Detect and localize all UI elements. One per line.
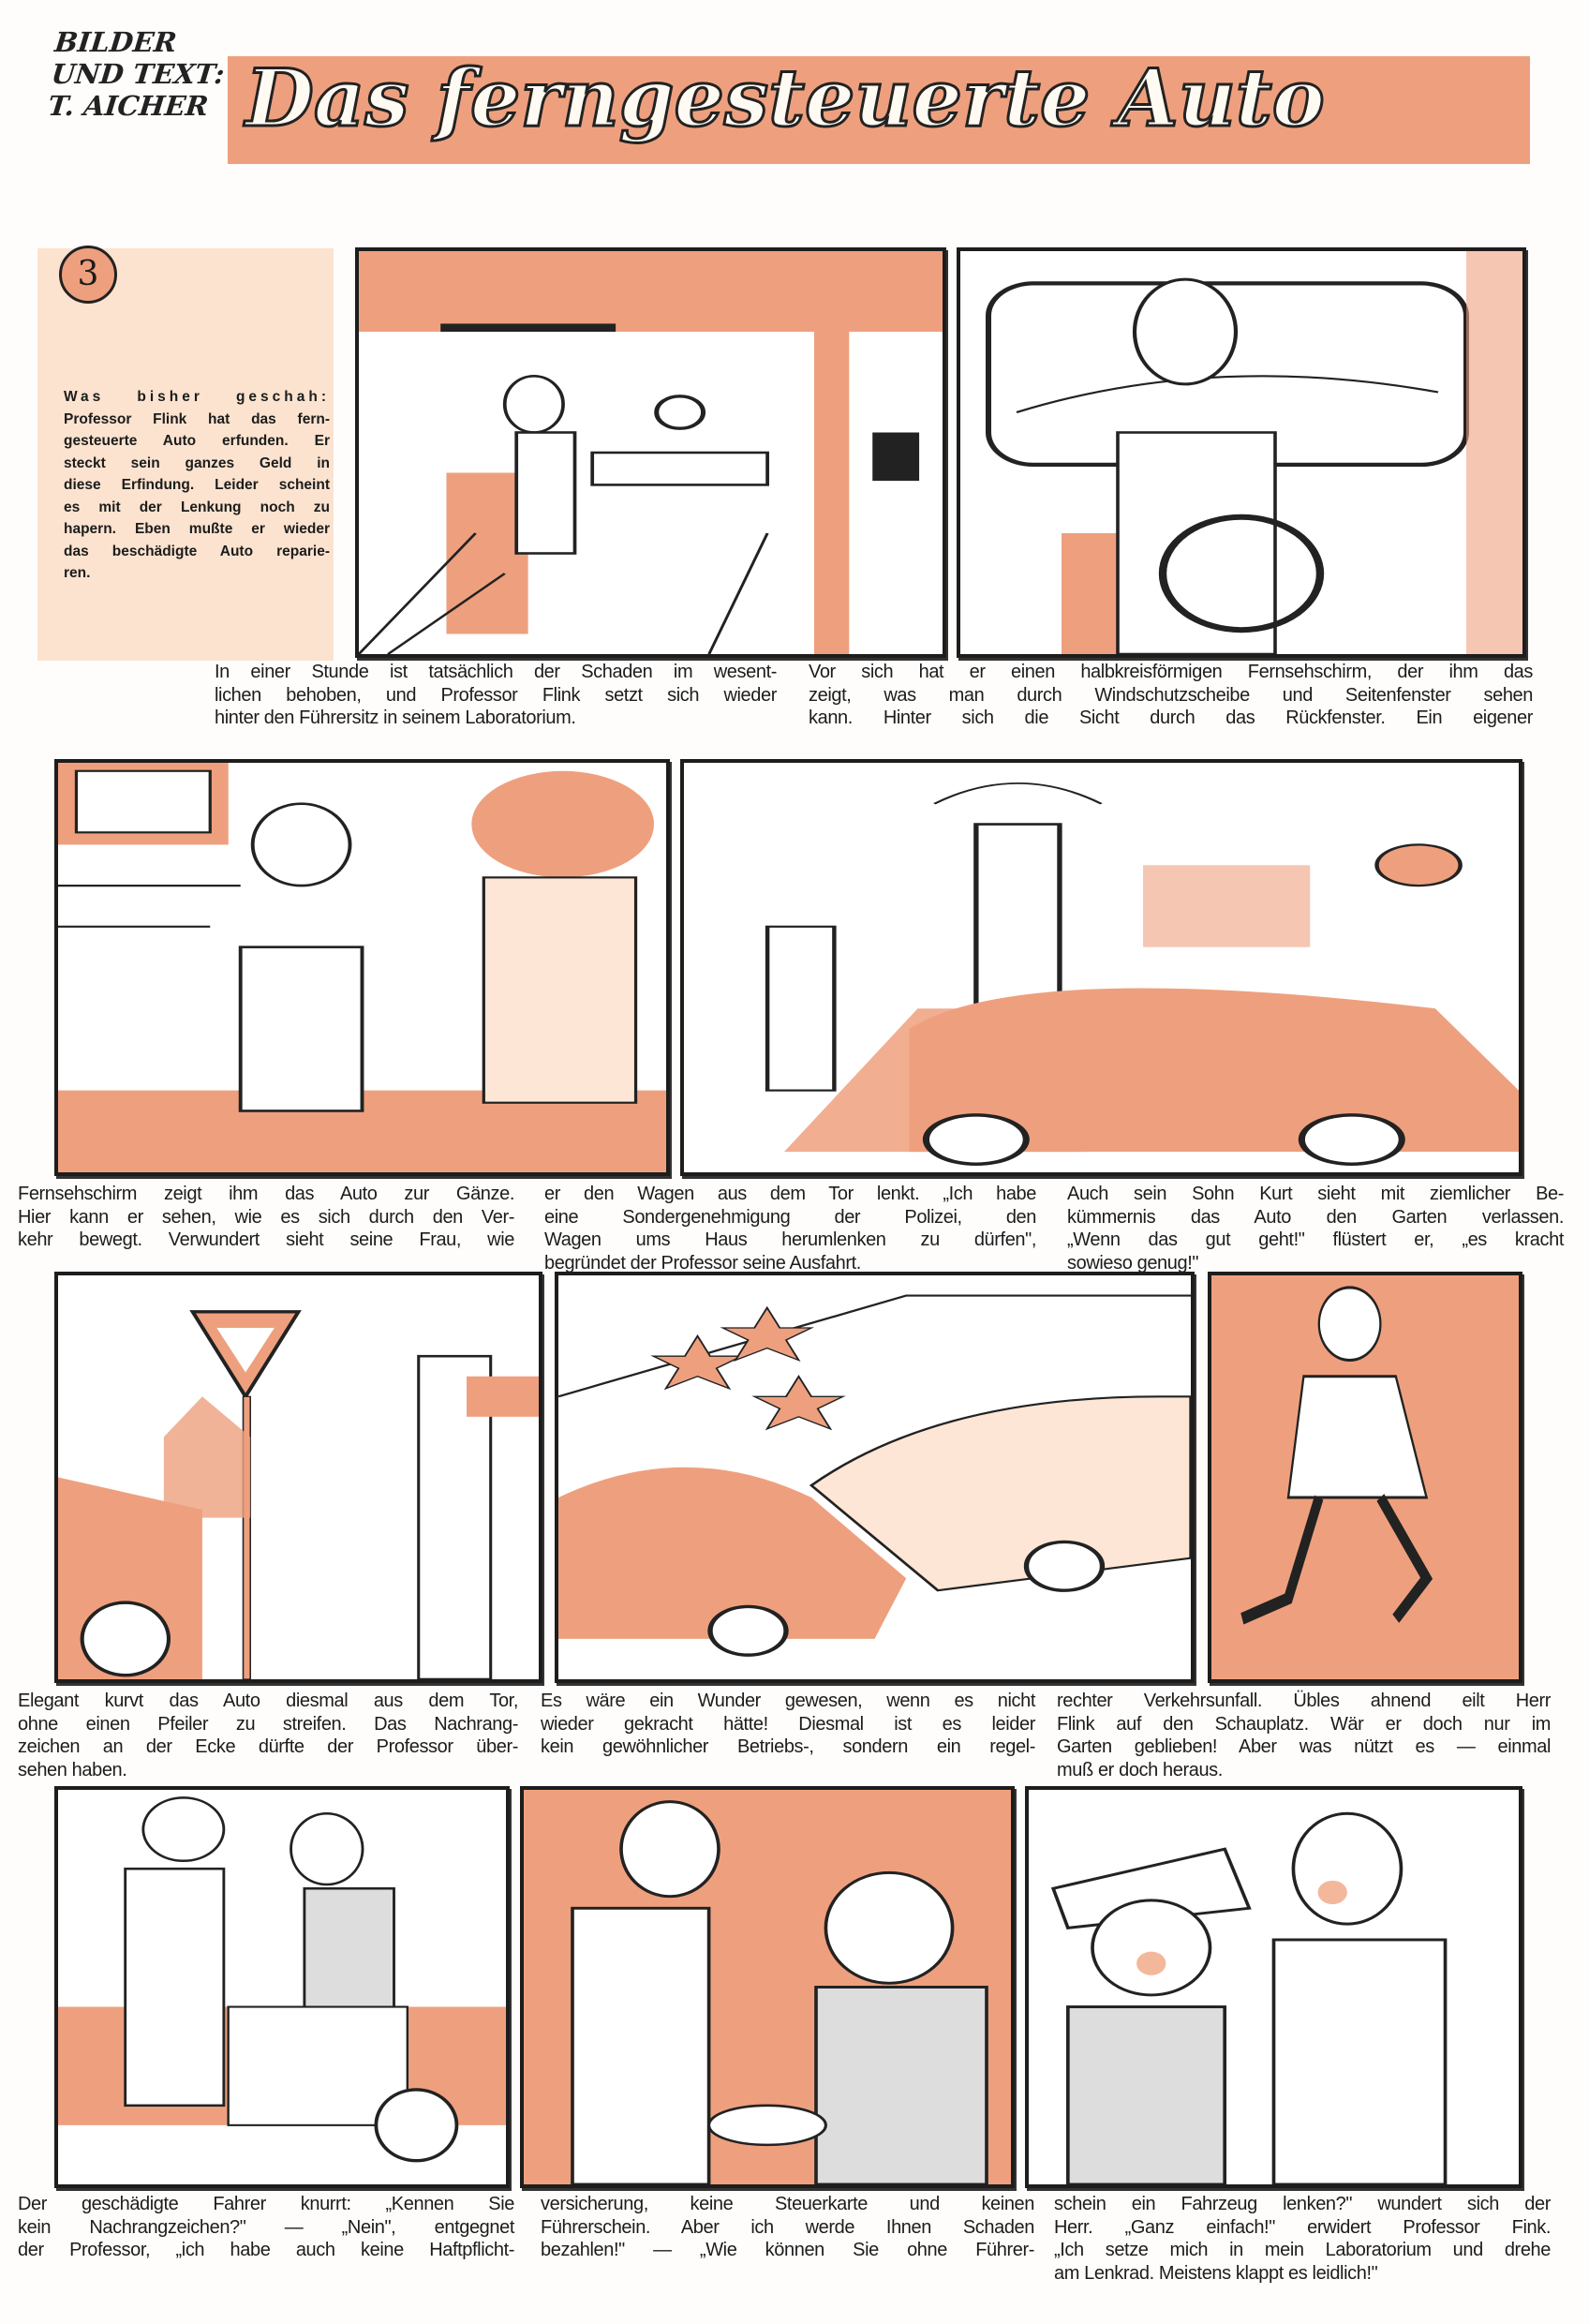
panel-4-car-leaving-gate (680, 759, 1522, 1176)
caption-line: versicherung, keine Steuerkarte und kein… (541, 2194, 1034, 2214)
caption-line: kein gewöhnlicher Betriebs-, sondern ein… (541, 1736, 1035, 1757)
caption-line: Vor sich hat er einen halbkreisförmigen … (809, 662, 1533, 682)
caption-line: rechter Verkehrsunfall. Übles ahnend eil… (1057, 1691, 1551, 1711)
caption-line: Flink auf den Schauplatz. Wär er doch nu… (1057, 1713, 1551, 1735)
caption-line: schein ein Fahrzeug lenken?" wundert sic… (1054, 2194, 1551, 2214)
panel-2-tv-screen (957, 247, 1526, 658)
comic-title: Das ferngesteuerte Auto (245, 51, 1327, 146)
panel-6-car-crash (555, 1272, 1195, 1683)
caption-line: der Professor, „ich habe auch keine Haft… (18, 2240, 514, 2260)
recap-line: diese Erfindung. Leider scheint (64, 477, 330, 493)
recap-line: hapern. Eben mußte er wieder (64, 521, 330, 537)
panel-10-explanation (1025, 1786, 1522, 2188)
caption-line: begründet der Professor seine Ausfahrt. (544, 1252, 861, 1274)
caption-line: „Ich setze mich in mein Laboratorium und… (1054, 2240, 1551, 2260)
caption-5: Auch sein Sohn Kurt sieht mit ziemlicher… (1067, 1183, 1564, 1274)
caption-line: ohne einen Pfeiler zu streifen. Das Nach… (18, 1713, 518, 1735)
panel-3-wife-watching (54, 759, 670, 1176)
caption-8: rechter Verkehrsunfall. Übles ahnend eil… (1057, 1690, 1551, 1781)
credit-line: BILDER (52, 26, 179, 58)
caption-line: wieder gekracht hätte! Diesmal ist es le… (541, 1713, 1035, 1735)
panel-7-professor-running (1208, 1272, 1522, 1683)
caption-line: lichen behoben, und Professor Flink setz… (215, 684, 777, 706)
recap-text: Was bisher geschah: Professor Flink hat … (64, 386, 330, 585)
caption-line: Es wäre ein Wunder gewesen, wenn es nich… (541, 1691, 1035, 1711)
recap-line: gesteuerte Auto erfunden. Er (64, 433, 330, 449)
caption-line: kein Nachrangzeichen?" — „Nein", entgegn… (18, 2216, 514, 2238)
credit-author: T. AICHER (46, 90, 211, 122)
recap-line: steckt sein ganzes Geld in (64, 454, 330, 471)
caption-line: Fernsehschirm zeigt ihm das Auto zur Gän… (18, 1184, 514, 1204)
caption-line: kann. Hinter sich die Sicht durch das Rü… (809, 708, 1533, 728)
caption-line: sowieso genug!" (1067, 1252, 1199, 1274)
caption-line: Wagen ums Haus herumlenken zu dürfen", (544, 1229, 1036, 1250)
recap-line: ren. (64, 565, 91, 581)
episode-number-badge: 3 (59, 246, 117, 304)
author-credit: BILDER UND TEXT: T. AICHER (47, 26, 230, 122)
recap-line: das beschädigte Auto reparie- (64, 543, 330, 559)
caption-line: Herr. „Ganz einfach!" erwidert Professor… (1054, 2216, 1551, 2238)
caption-line: am Lenkrad. Meistens klappt es leidlich!… (1054, 2262, 1378, 2284)
caption-7: Es wäre ein Wunder gewesen, wenn es nich… (541, 1690, 1035, 1759)
caption-line: kümmernis das Auto den Garten verlassen. (1067, 1206, 1564, 1228)
caption-line: „Wenn das gut geht!" flüstert er, „es kr… (1067, 1229, 1564, 1250)
caption-11: schein ein Fahrzeug lenken?" wundert sic… (1054, 2193, 1551, 2285)
recap-line: es mit der Lenkung noch zu (64, 499, 330, 515)
caption-9: Der geschädigte Fahrer knurrt: „Kennen S… (18, 2193, 514, 2262)
caption-line: sehen haben. (18, 1759, 127, 1780)
caption-10: versicherung, keine Steuerkarte und kein… (541, 2193, 1034, 2262)
recap-line: Professor Flink hat das fern- (64, 410, 330, 427)
caption-line: Führerschein. Aber ich werde Ihnen Schad… (541, 2216, 1034, 2238)
caption-line: kehr bewegt. Verwundert sieht seine Frau… (18, 1229, 514, 1250)
caption-line: eine Sondergenehmigung der Polizei, den (544, 1206, 1036, 1228)
caption-line: Hier kann er sehen, wie es sich durch de… (18, 1206, 514, 1228)
caption-line: Elegant kurvt das Auto diesmal aus dem T… (18, 1691, 518, 1711)
caption-line: In einer Stunde ist tatsächlich der Scha… (215, 662, 777, 682)
caption-4: er den Wagen aus dem Tor lenkt. „Ich hab… (544, 1183, 1036, 1274)
caption-line: er den Wagen aus dem Tor lenkt. „Ich hab… (544, 1184, 1036, 1204)
panel-1-laboratory (355, 247, 946, 658)
panel-8-argument-at-car (54, 1786, 510, 2188)
credit-line: UND TEXT: (50, 58, 227, 90)
caption-line: Auch sein Sohn Kurt sieht mit ziemlicher… (1067, 1184, 1564, 1204)
caption-line: hinter den Führersitz in seinem Laborato… (215, 708, 576, 728)
caption-line: muß er doch heraus. (1057, 1759, 1223, 1780)
panel-9-professor-and-driver (520, 1786, 1015, 2188)
caption-6: Elegant kurvt das Auto diesmal aus dem T… (18, 1690, 518, 1781)
caption-line: bezahlen!" — „Wie können Sie ohne Führer… (541, 2240, 1034, 2260)
recap-box (37, 248, 334, 661)
caption-line: zeigt, was man durch Windschutzscheibe u… (809, 684, 1533, 706)
caption-3: Fernsehschirm zeigt ihm das Auto zur Gän… (18, 1183, 514, 1252)
caption-1: In einer Stunde ist tatsächlich der Scha… (215, 661, 777, 730)
panel-5-yield-sign (54, 1272, 542, 1683)
caption-2: Vor sich hat er einen halbkreisförmigen … (809, 661, 1533, 730)
caption-line: zeichen an der Ecke dürfte der Professor… (18, 1736, 518, 1757)
caption-line: Garten geblieben! Aber was nützt es — ei… (1057, 1736, 1551, 1757)
recap-heading: Was bisher geschah: (64, 389, 330, 405)
caption-line: Der geschädigte Fahrer knurrt: „Kennen S… (18, 2194, 514, 2214)
title-banner (228, 56, 1530, 164)
